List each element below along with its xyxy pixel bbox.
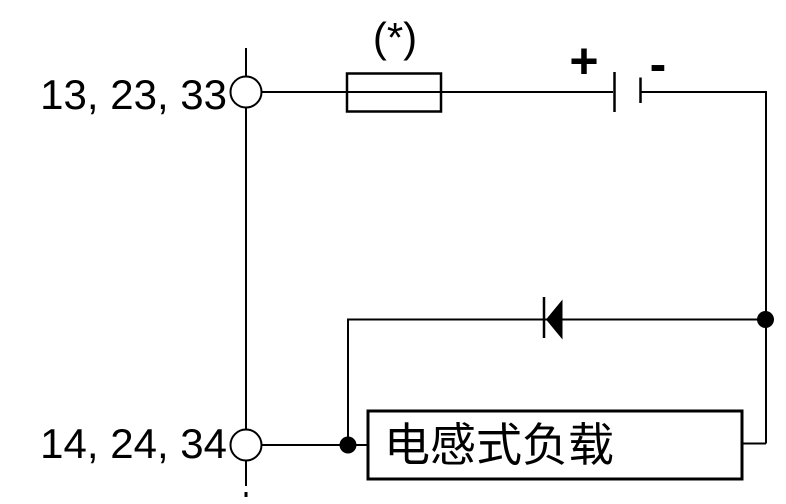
battery-plus-label: +: [569, 33, 598, 89]
terminal-top-label: 13, 23, 33: [40, 71, 227, 118]
diode-triangle: [546, 299, 563, 340]
junction-dot-left: [339, 436, 357, 454]
battery-minus-label: -: [650, 36, 667, 92]
terminal-top-circle-icon: [229, 75, 263, 109]
inductive-load-box: [366, 409, 744, 481]
terminal-bottom-circle-icon: [229, 428, 263, 462]
diode-icon: [542, 297, 563, 340]
fuse-symbol-icon: [345, 72, 443, 113]
inductive-load-label: 电感式负载: [384, 419, 614, 471]
battery-symbol-icon: [613, 72, 642, 112]
junction-dot-right: [757, 311, 774, 328]
fuse-label: (*): [373, 14, 417, 61]
terminal-bottom-label: 14, 24, 34: [40, 420, 227, 467]
